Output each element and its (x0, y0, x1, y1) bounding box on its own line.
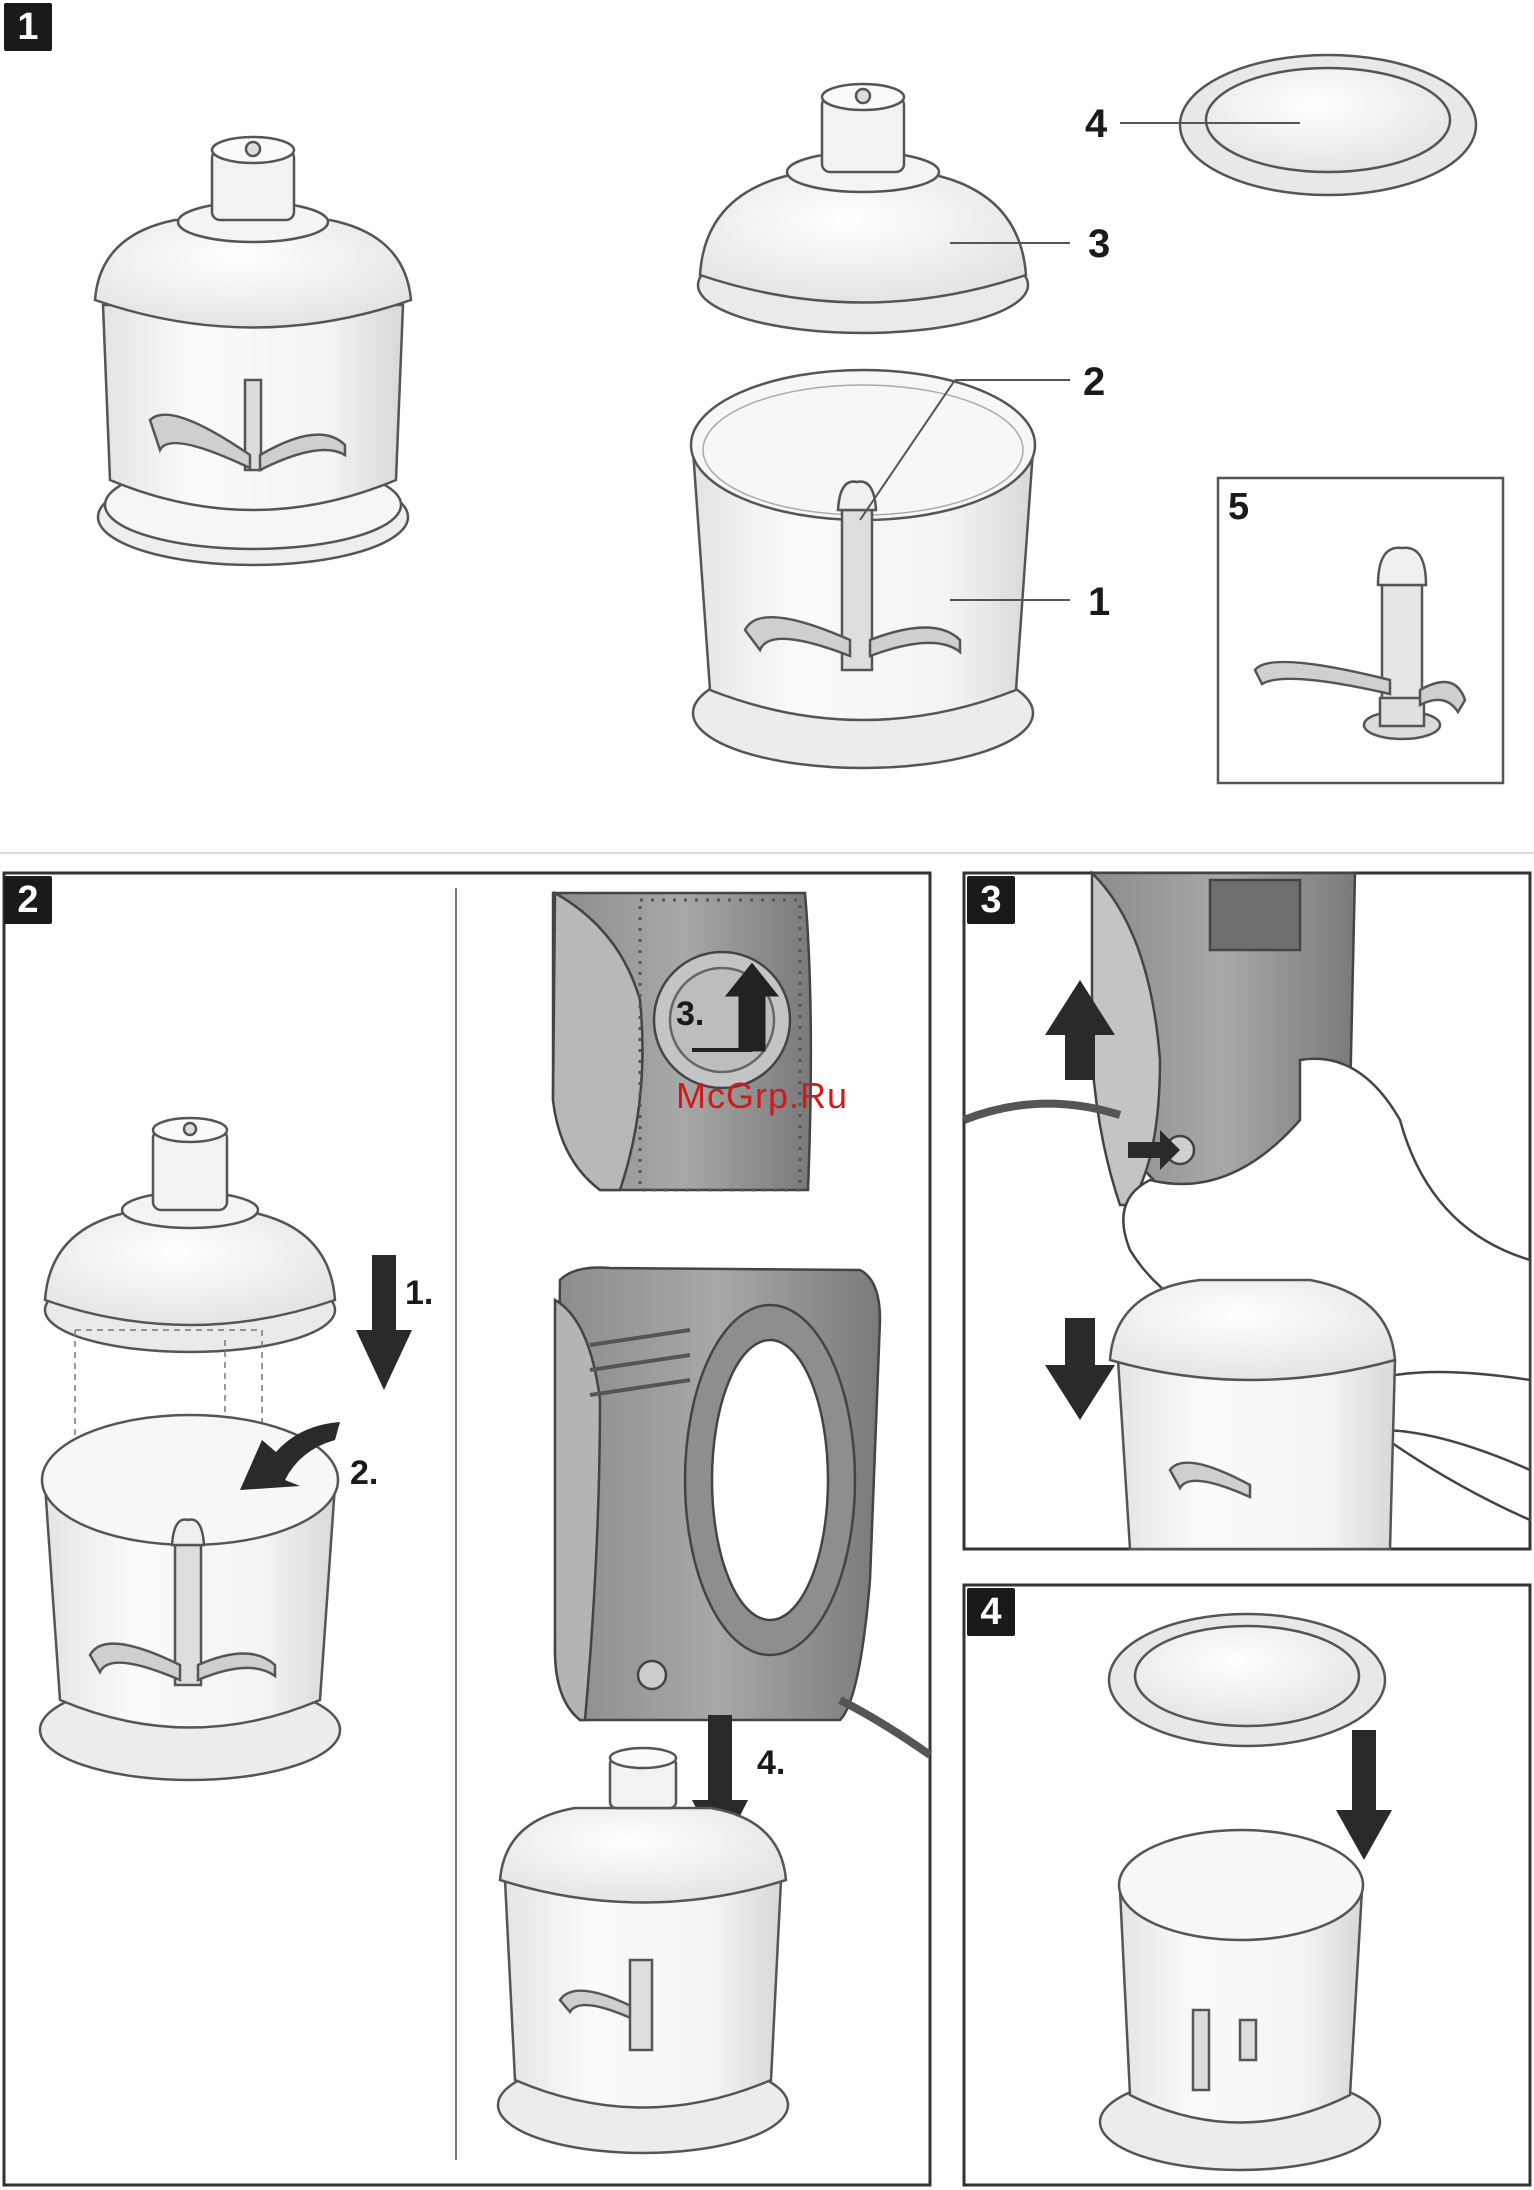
power-cord (964, 1104, 1120, 1120)
figure-badge-1: 1 (4, 3, 52, 51)
watermark-text: McGrp.Ru (676, 1078, 848, 1114)
storage-cover-part-4 (1180, 55, 1476, 195)
part-label-5: 5 (1228, 488, 1249, 526)
assembled-chopper (95, 137, 411, 565)
part-label-1: 1 (1088, 582, 1110, 622)
step-label-3: 3. (676, 997, 704, 1031)
step-label-4: 4. (757, 1746, 785, 1780)
figure-badge-3: 3 (967, 876, 1015, 924)
motor-unit-closeup (553, 893, 811, 1190)
part-label-2: 2 (1083, 362, 1105, 402)
step-label-2: 2. (350, 1456, 378, 1490)
hand-mixer-motor-unit (555, 1268, 930, 1756)
bowl-empty (1100, 1830, 1380, 2170)
part-label-4: 4 (1085, 104, 1107, 144)
figure-badge-4: 4 (967, 1588, 1015, 1636)
detail-frame-5 (1218, 478, 1503, 783)
arrow-step-1 (356, 1255, 412, 1390)
bowl-with-blade (40, 1415, 340, 1780)
lid-being-placed (45, 1118, 335, 1352)
chopper-in-hand (1110, 1280, 1395, 1549)
figure-badge-2: 2 (4, 876, 52, 924)
blade-detail-5 (1255, 548, 1465, 739)
chopper-below-motor (498, 1748, 788, 2153)
storage-cover (1109, 1614, 1385, 1746)
arrow-down (1045, 1318, 1115, 1420)
lid-part-3 (698, 84, 1028, 333)
part-label-3: 3 (1088, 224, 1110, 264)
arrow-down-fig4 (1336, 1730, 1392, 1860)
step-label-1: 1. (405, 1276, 433, 1310)
